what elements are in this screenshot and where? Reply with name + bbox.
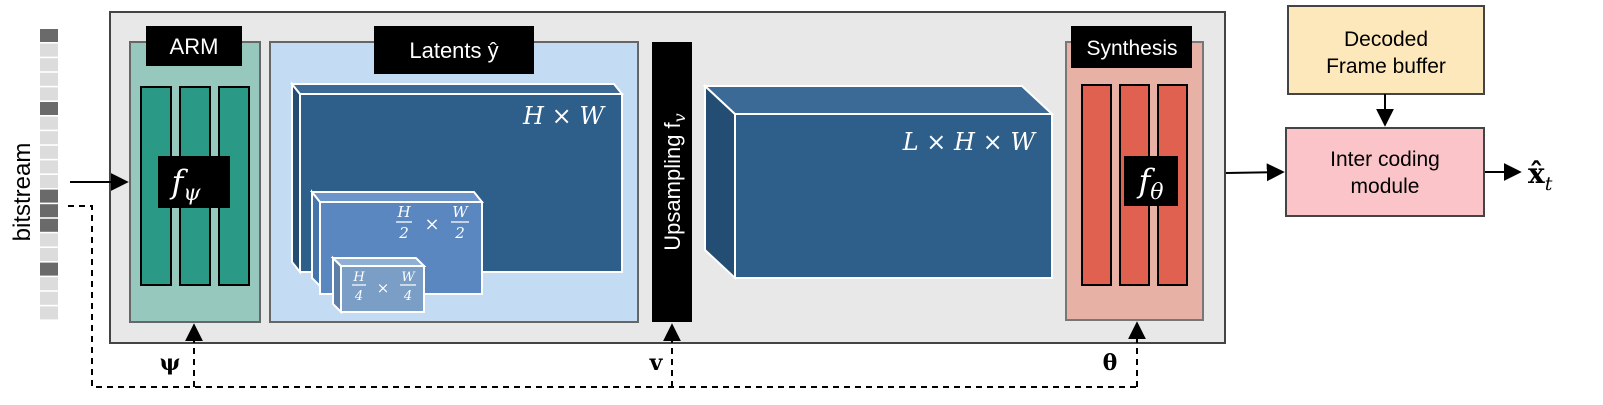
arm-block: ARM fψ (129, 26, 261, 323)
param-theta-label: θ (1103, 350, 1118, 376)
svg-text:W: W (452, 203, 469, 221)
bitstream-column (40, 29, 58, 320)
bitstream-cell (40, 175, 58, 188)
synthesis-block: Synthesis fθ (1065, 26, 1204, 321)
upsampling-block: Upsampling fv (652, 42, 692, 322)
arm-title-box (146, 26, 242, 66)
latent-level-1-label: H × W (522, 102, 606, 130)
svg-text:H: H (396, 203, 411, 221)
bitstream-cell (40, 131, 58, 145)
bitstream-cell (40, 306, 58, 320)
latent-level-2-label: H 2 × W 2 (396, 203, 469, 242)
output-label: x̂t (1528, 157, 1553, 195)
synthesis-bar-1 (1081, 84, 1112, 286)
arm-function-box (158, 156, 230, 208)
bitstream-cell (40, 29, 58, 42)
decoded-frame-buffer-line2: Frame buffer (1326, 55, 1446, 78)
bitstream-cell (40, 145, 58, 159)
svg-text:4: 4 (403, 289, 412, 304)
bitstream-label: bitstream (9, 143, 36, 242)
synthesis-title: Synthesis (1086, 37, 1177, 60)
param-psi-label: ψ (160, 350, 181, 376)
upsampled-latents-label: L × H × W (902, 128, 1038, 156)
bitstream-cell (40, 189, 58, 203)
bitstream-cell (40, 72, 58, 86)
latent-level-3-label: H 4 × W 4 (352, 270, 416, 304)
bitstream-cell (40, 87, 58, 101)
bitstream-cell (40, 291, 58, 305)
bitstream-cell (40, 160, 58, 174)
svg-text:×: × (377, 279, 390, 297)
svg-text:×: × (424, 214, 439, 235)
latents-title: Latents ŷ (409, 38, 498, 63)
inter-coding-module: Inter coding module (1285, 127, 1485, 217)
latents-title-box (374, 26, 534, 74)
decoded-frame-buffer-line1: Decoded (1344, 28, 1428, 51)
latents-block: Latents ŷ H × W H 2 × W 2 (269, 26, 639, 323)
arrow-decoder-to-inter (1225, 163, 1285, 182)
param-v-label: v (649, 350, 664, 376)
bitstream-cell (40, 58, 58, 72)
bitstream-cell (40, 218, 58, 232)
upsampling-label: Upsampling fv (660, 113, 689, 250)
bitstream-cell (40, 277, 58, 291)
inter-coding-line1: Inter coding (1330, 148, 1440, 171)
svg-text:H: H (352, 270, 365, 285)
bitstream-cell (40, 262, 58, 276)
synthesis-title-box (1071, 26, 1192, 68)
upsampled-latents: L × H × W (702, 83, 1055, 281)
synthesis-function-box (1124, 156, 1178, 206)
arm-title: ARM (170, 34, 219, 59)
svg-text:W: W (401, 270, 416, 285)
latent-level-3: H 4 × W 4 (330, 255, 427, 315)
bitstream-cell (40, 102, 58, 115)
svg-text:2: 2 (454, 224, 465, 242)
parameter-path (68, 205, 1146, 388)
bitstream-cell (40, 43, 58, 57)
bitstream-cell (40, 233, 58, 247)
bitstream-cell (40, 116, 58, 130)
svg-text:4: 4 (354, 289, 363, 304)
bitstream-cell (40, 248, 58, 261)
bitstream-cell (40, 204, 58, 218)
svg-text:2: 2 (398, 224, 409, 242)
inter-coding-line2: module (1351, 175, 1420, 198)
decoded-frame-buffer: Decoded Frame buffer (1287, 5, 1485, 95)
